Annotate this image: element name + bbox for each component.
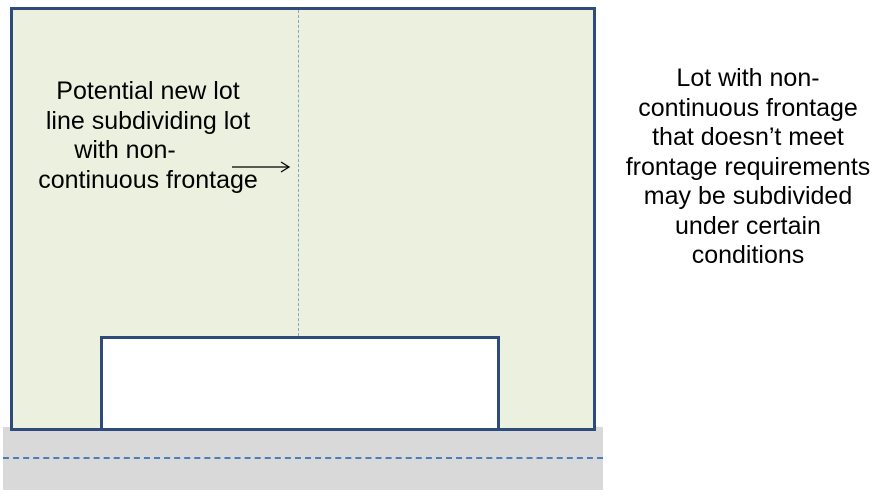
label-line: may be subdivided (643, 182, 853, 210)
potential-new-lot-line (298, 10, 299, 336)
label-line: continuous frontage (38, 165, 258, 194)
label-line: Lot with non- (676, 64, 820, 92)
label-line: continuous frontage (638, 93, 858, 122)
label-line: conditions (691, 241, 805, 269)
label-line: that doesn’t meet (652, 123, 844, 151)
adjacent-lot (100, 336, 500, 428)
label-line: with non- (74, 136, 176, 164)
frontage-explanation-label: Lot with non- continuous frontage that d… (600, 64, 896, 271)
new-lot-line-label: Potential new lot line subdividing lot w… (10, 77, 286, 195)
label-line: under certain (675, 211, 821, 240)
label-line: line subdividing lot (45, 106, 251, 135)
road-centerline (3, 457, 603, 459)
label-line: Potential new lot (56, 77, 240, 105)
arrow-right-icon (232, 161, 291, 173)
label-line: frontage requirements (625, 152, 871, 181)
